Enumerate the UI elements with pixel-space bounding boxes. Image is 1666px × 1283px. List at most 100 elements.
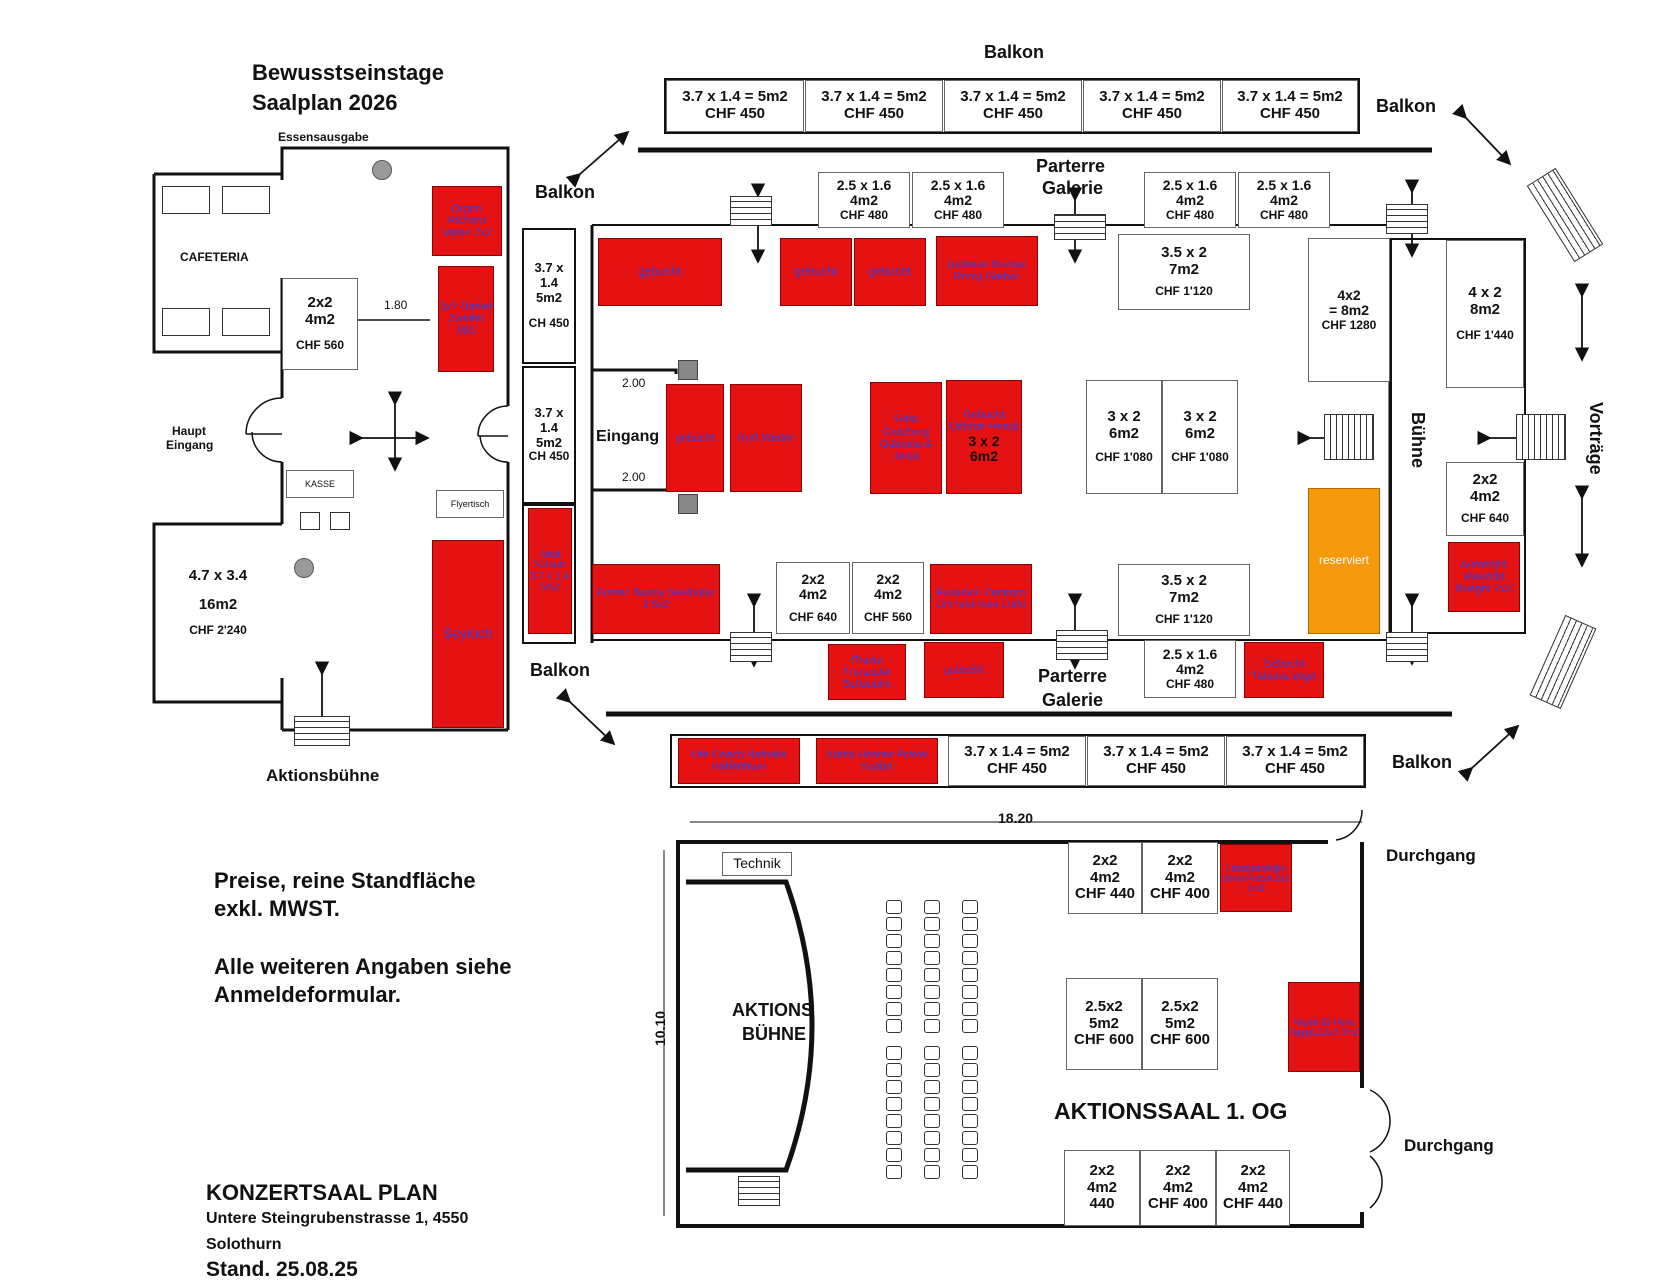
- booth-buehne-3[interactable]: Aurasight Reinhild Brieger 2x2: [1448, 542, 1520, 612]
- booth-price: 440: [1089, 1195, 1115, 1213]
- chair-icon: [962, 1080, 978, 1094]
- booth-hall-top-4[interactable]: Andreas Bucher Romy Gerber: [936, 236, 1038, 306]
- booth-balkon-bottom-2[interactable]: Katrin Hosner Praxis Kolibri: [816, 738, 938, 784]
- booth-price: CHF 400: [1149, 885, 1211, 903]
- booth-size: 4.7 x 3.4: [188, 567, 248, 585]
- corridor-bottom-frame: [522, 504, 576, 644]
- booth-exhibitor: Gebucht Tatiana Vega: [1252, 657, 1316, 682]
- chair-icon: [886, 934, 902, 948]
- booth-foyer-2[interactable]: 3x2 Daniel Zweifel 960: [438, 266, 494, 372]
- booth-balkon-bottom-1[interactable]: Life Coach Nathalie Haberthuer: [678, 738, 800, 784]
- booth-hall-bottom-1[interactable]: Fostac Benny Seelhofer 3.5x2: [592, 564, 720, 634]
- booth-hall-bottom-4[interactable]: Evolution Zentrum Urs und Ines Lüthi: [930, 564, 1032, 634]
- booth-area: 5m2: [535, 434, 563, 450]
- chair-icon: [962, 934, 978, 948]
- chair-icon: [886, 1131, 902, 1145]
- booth-aktionssaal-6[interactable]: Nayeli 83 Heris Nayeli 2.5x2 5m2: [1288, 982, 1360, 1072]
- booth-hall-mid-1[interactable]: gebucht: [666, 384, 724, 492]
- booth-status: reserviert: [1318, 553, 1369, 568]
- table-icon: [222, 308, 270, 336]
- kasse-desk: KASSE: [286, 470, 354, 498]
- booth-area: 4m2: [873, 586, 903, 603]
- stairs-icon: [738, 1176, 780, 1206]
- booth-galerie-bottom-1[interactable]: Praxis Franziska Schäublin: [828, 644, 906, 700]
- booth-size: 3.7 x 1.4 = 5m2: [960, 88, 1066, 106]
- chair-icon: [962, 1002, 978, 1016]
- booth-price: CHF 450: [1125, 760, 1187, 777]
- stage-label-1: AKTIONS: [732, 1000, 813, 1020]
- chair-icon: [886, 1165, 902, 1179]
- booth-hall-mid-2[interactable]: Kurt Weder: [730, 384, 802, 492]
- chair-icon: [962, 1097, 978, 1111]
- booth-area: 4m2: [1175, 661, 1205, 678]
- booth-galerie-bottom-4[interactable]: Gebucht Tatiana Vega: [1244, 642, 1324, 698]
- booth-price: CHF 400: [1147, 1195, 1209, 1213]
- booth-price: CHF 2'240: [189, 623, 247, 638]
- chair-icon: [924, 1002, 940, 1016]
- chair-icon: [924, 900, 940, 914]
- booth-area: 7m2: [1168, 589, 1200, 607]
- booth-corridor-3[interactable]: Jana Schadt 3.7 x 1.4 5m2: [528, 508, 572, 634]
- booth-area: 4m2: [943, 192, 973, 209]
- booth-foyer-1[interactable]: Orgon Richard Veron 2x2: [432, 186, 502, 256]
- booth-hall-top-3[interactable]: gebucht: [854, 238, 926, 306]
- chair-icon: [924, 1131, 940, 1145]
- booth-galerie-bottom-2[interactable]: gebucht: [924, 642, 1004, 698]
- booth-hall-reserved[interactable]: reserviert: [1308, 488, 1380, 634]
- chair-icon: [886, 1046, 902, 1060]
- aktionssaal-title: AKTIONSSAAL 1. OG: [1054, 1098, 1288, 1124]
- booth-area: 4m2: [1086, 1178, 1118, 1196]
- booth-hall-top-2[interactable]: gebucht: [780, 238, 852, 306]
- booth-exhibitor: Gaia Coaching Gabriela & Janja: [880, 413, 932, 463]
- booth-price: CHF 640: [788, 609, 838, 624]
- booth-foyer-4[interactable]: Seyloch: [432, 540, 504, 728]
- booth-price: CH 450: [528, 316, 570, 331]
- booth-size: 3.7 x 1.4 = 5m2: [1099, 88, 1205, 106]
- stairs-icon: [1516, 414, 1566, 460]
- technik-label: Technik: [733, 855, 781, 872]
- booth-size: 3.7 x 1.4 = 5m2: [964, 743, 1070, 761]
- stairs-icon: [1054, 214, 1106, 240]
- booth-size: 4 x 2: [1468, 284, 1502, 302]
- booth-hall-mid-3[interactable]: Gaia Coaching Gabriela & Janja: [870, 382, 942, 494]
- booth-size: 2.5x2: [1085, 997, 1123, 1015]
- booth-aktionssaal-3[interactable]: Lebensenergie Silvia Probst 2x2 4m2: [1220, 844, 1292, 912]
- booth-hall-top-1[interactable]: gebucht: [598, 238, 722, 306]
- booth-area: 4m2: [304, 311, 336, 329]
- booth-size: 3.7 x 1.4: [534, 405, 564, 435]
